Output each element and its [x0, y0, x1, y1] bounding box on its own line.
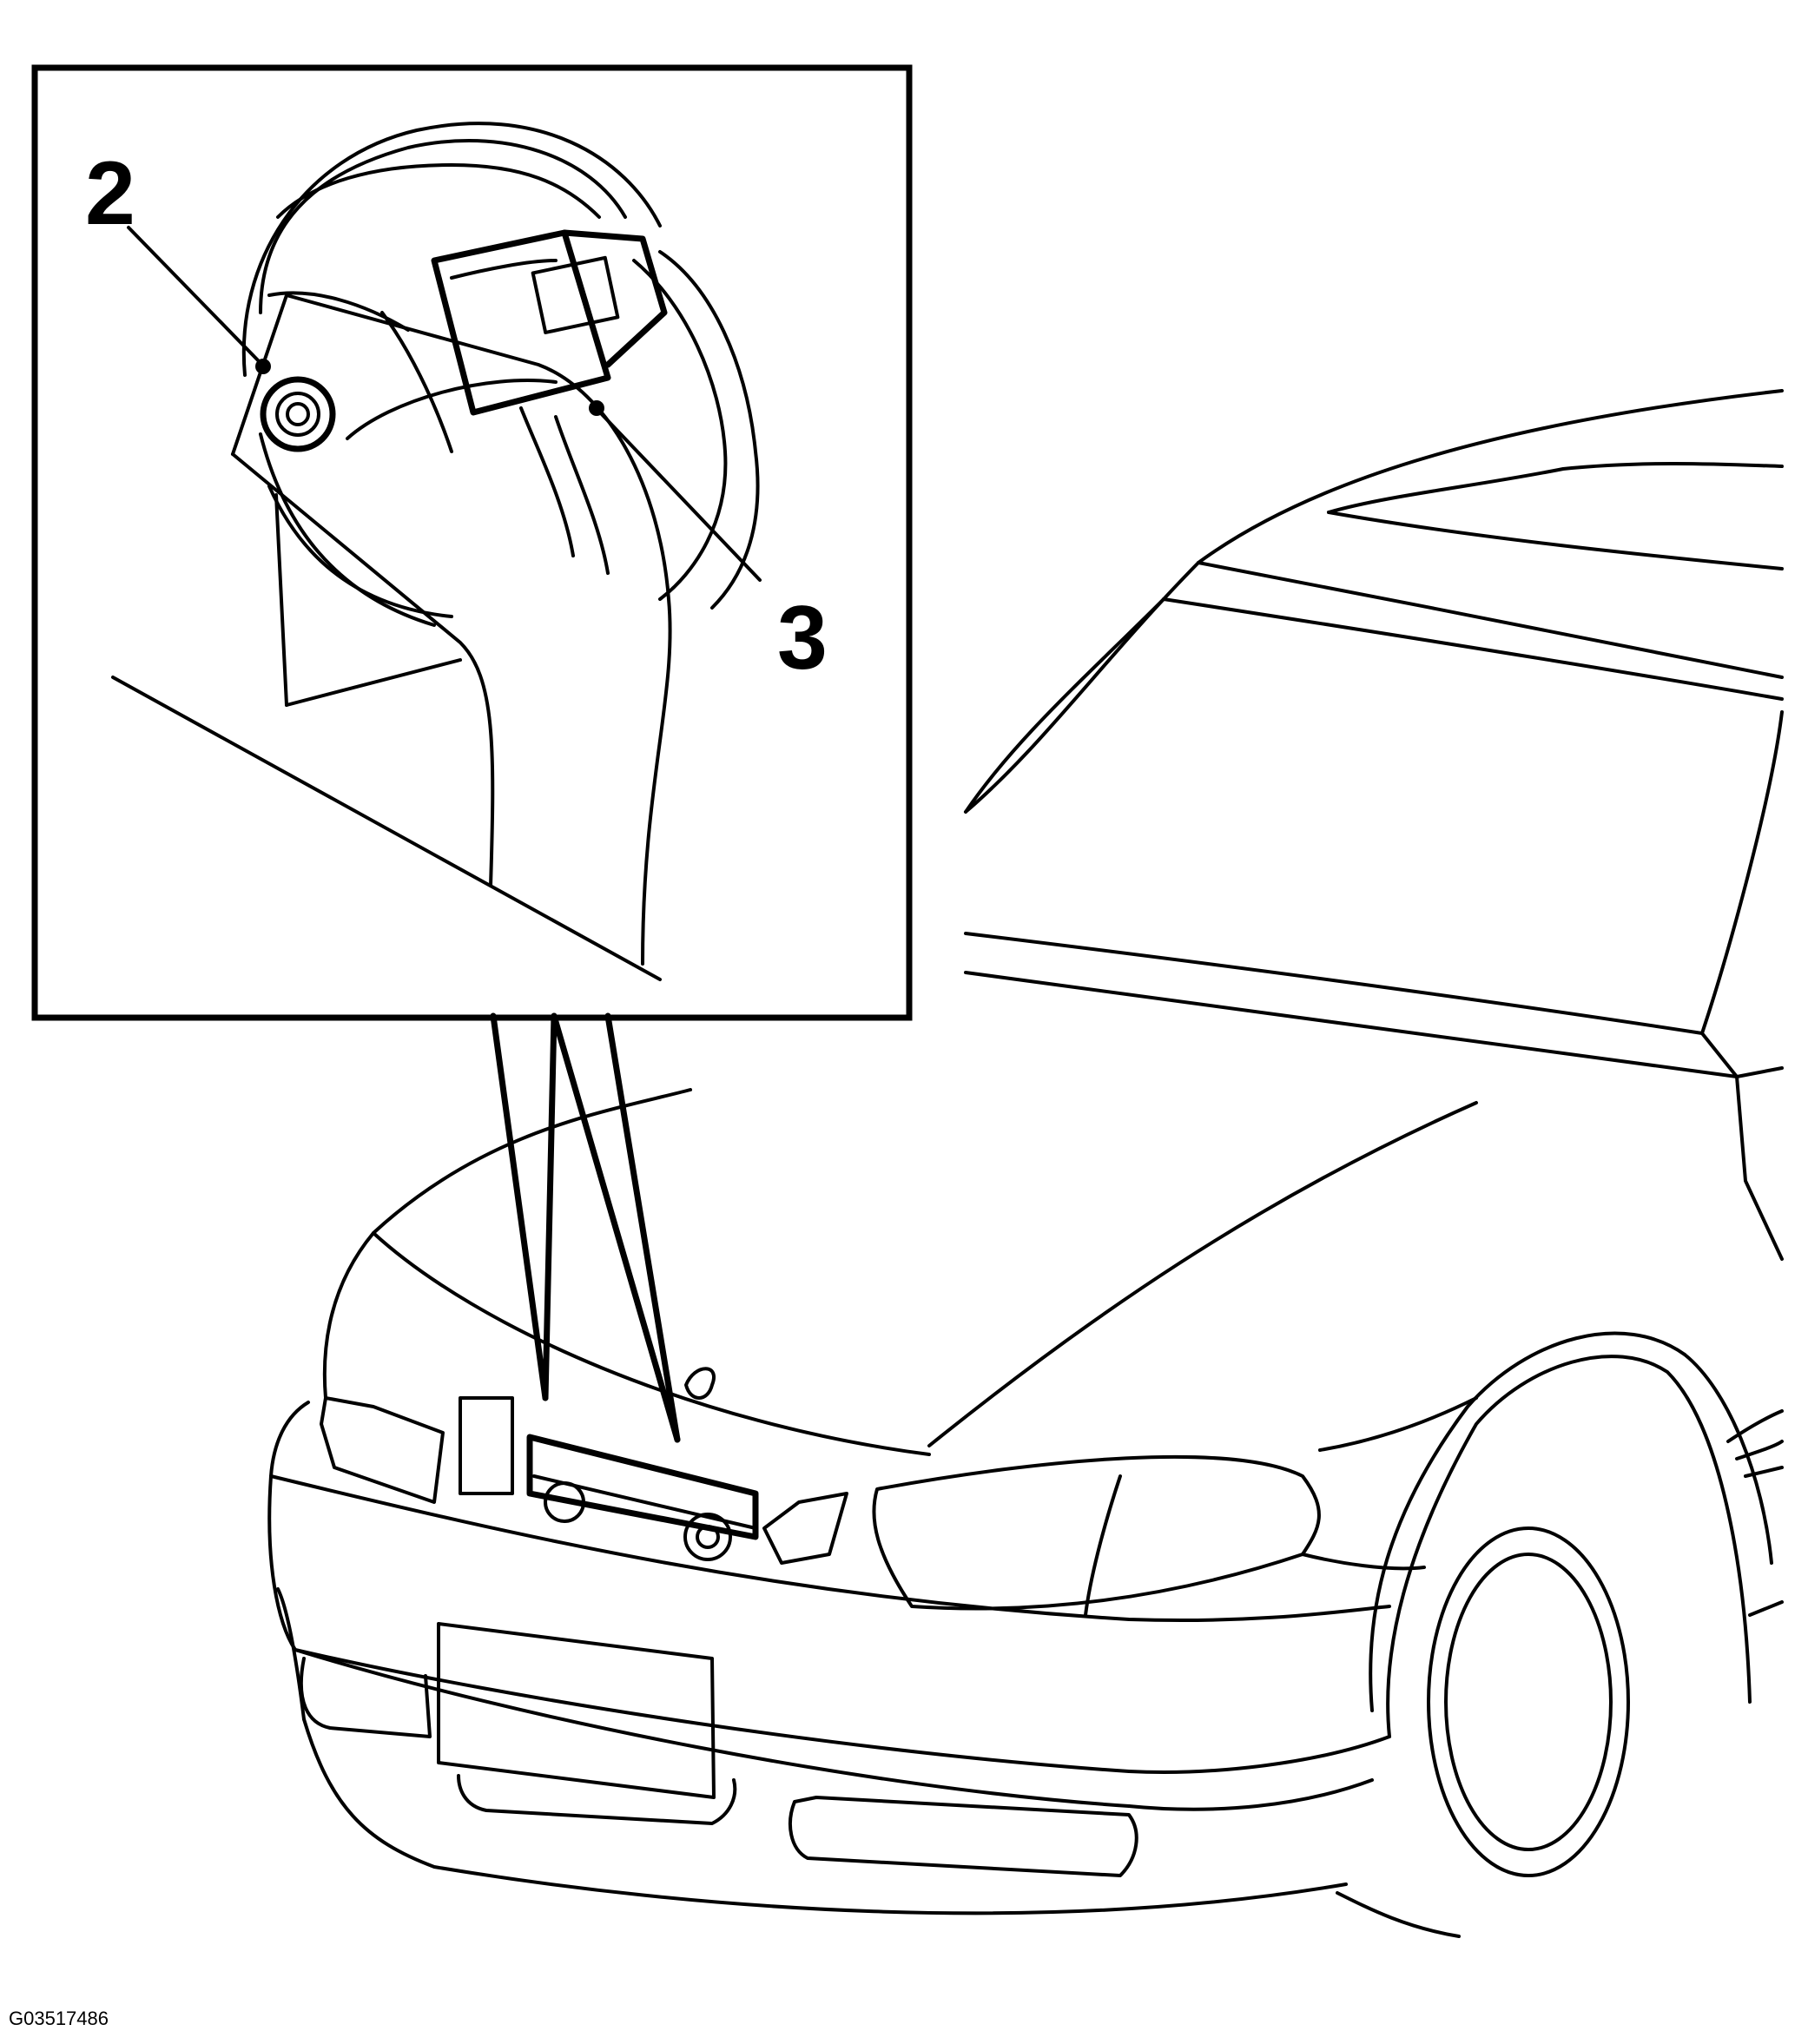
inset-ground-line: [111, 676, 662, 981]
front-fender: [1386, 1355, 1752, 1738]
car-roof: [964, 389, 1784, 814]
headlight-right: [872, 1454, 1321, 1611]
callout-label-3: 3: [777, 588, 828, 689]
hand-illustration: [231, 293, 672, 966]
front-wheel-rim: [1444, 1553, 1613, 1851]
headlight-adjuster-screw: [255, 359, 336, 452]
windshield: [964, 597, 1165, 814]
headlight-connector: [431, 229, 668, 416]
headlight-assembly: [526, 1434, 759, 1540]
callout-2-leader: [127, 226, 262, 365]
inset-frame: [31, 64, 913, 1021]
callout-label-2: 2: [85, 143, 135, 244]
hood-emblem: [684, 1367, 716, 1400]
inset-pointer: [490, 1012, 681, 1443]
license-plate: [437, 1622, 716, 1799]
bumper-intake-center: [457, 1774, 737, 1825]
side-marker: [459, 1396, 514, 1495]
front-wheel: [1427, 1526, 1630, 1877]
figure-id: G03517486: [9, 2008, 109, 2029]
callout-3-leader: [597, 410, 762, 582]
headlight-housing-detail: [241, 122, 760, 707]
bumper-intake-left: [299, 1657, 432, 1738]
detail-inset: 2 3: [31, 64, 913, 1021]
bumper-intake-right: [789, 1796, 1138, 1877]
car-hood: [322, 1088, 692, 1400]
car-illustration: [267, 389, 1784, 1938]
headlight-left-outer: [320, 1396, 445, 1504]
